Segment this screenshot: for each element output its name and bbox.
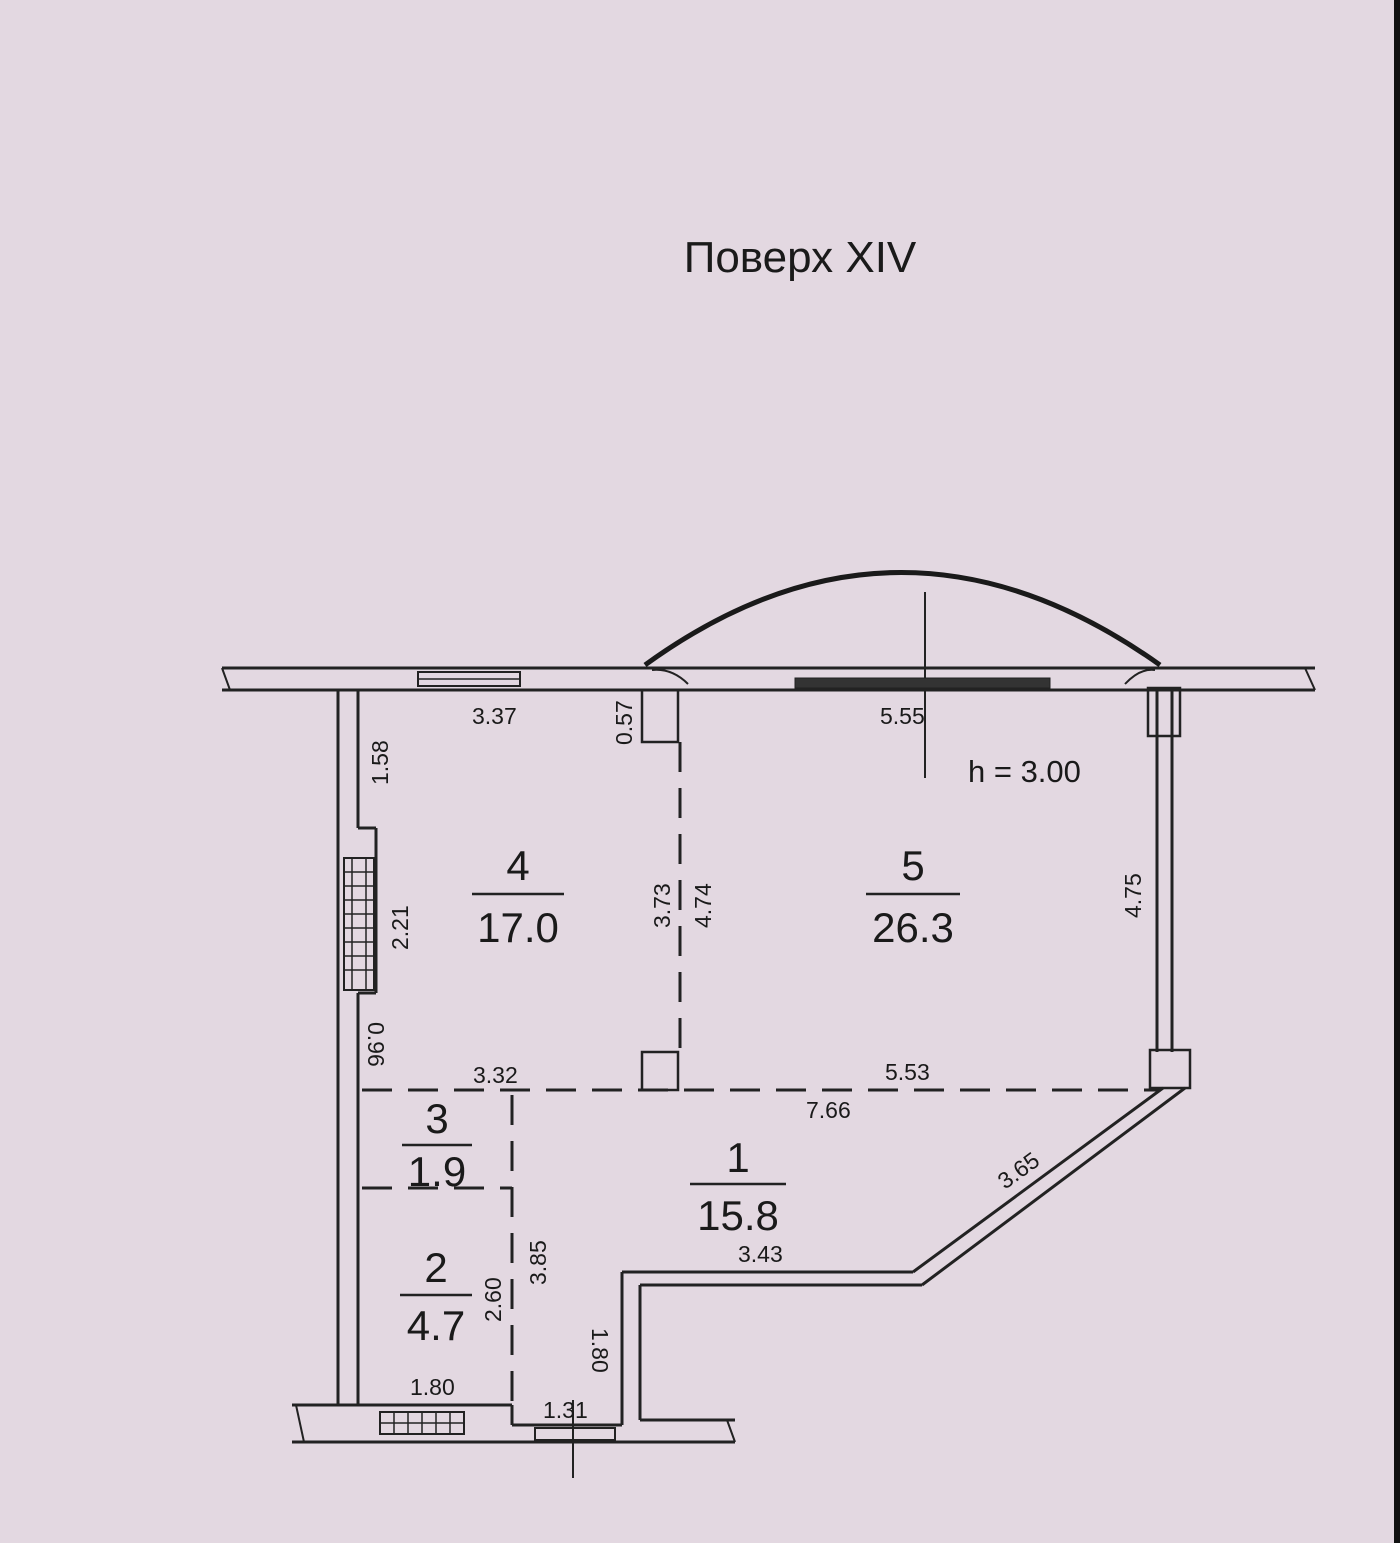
column-mid [640,1050,680,1092]
dim-1-31: 1.31 [543,1397,588,1423]
dim-4-75: 4.75 [1120,873,1146,918]
dim-1-80-horizontal: 1.80 [410,1374,455,1400]
dim-3-32: 3.32 [473,1062,518,1088]
room-5: 5 26.3 [866,842,960,951]
room-area: 15.8 [697,1192,779,1239]
dim-3-43: 3.43 [738,1241,783,1267]
dim-1-58: 1.58 [367,740,393,785]
room-2: 2 4.7 [400,1244,472,1349]
floor-title: Поверх XIV [684,233,917,282]
column-top [640,688,680,744]
ceiling-height: h = 3.00 [968,754,1081,789]
entrance-walls [620,1270,922,1425]
dim-0-96: 0.96 [363,1022,389,1067]
window-top-right [794,677,1051,689]
dim-5-55: 5.55 [880,703,925,729]
window-left [343,857,375,991]
dim-3-65: 3.65 [993,1147,1044,1194]
dim-3-37: 3.37 [472,703,517,729]
diagonal-wall [912,1086,1186,1287]
dim-3-85: 3.85 [525,1240,551,1285]
room-area: 1.9 [408,1148,466,1195]
window-bottom [379,1411,465,1435]
room-number: 1 [726,1134,749,1181]
right-wall [1146,686,1192,1090]
room-area: 17.0 [477,904,559,951]
room-area: 26.3 [872,904,954,951]
room-number: 2 [424,1244,447,1291]
bottom-wall [292,1403,736,1444]
left-wall [336,690,378,1405]
dim-1-80-vertical: 1.80 [587,1328,613,1373]
dim-7-66: 7.66 [806,1097,851,1123]
room-3: 3 1.9 [402,1095,472,1195]
room-1: 1 15.8 [690,1134,786,1239]
room-4: 4 17.0 [472,842,564,951]
dim-3-73: 3.73 [649,883,675,928]
room-number: 5 [901,842,924,889]
room-number: 3 [425,1095,448,1142]
room-area: 4.7 [407,1302,465,1349]
dim-2-60: 2.60 [480,1277,506,1322]
bay-window-arc [643,570,1162,685]
room-number: 4 [506,842,529,889]
dim-0-57: 0.57 [611,700,637,745]
right-frame-edge [1394,0,1400,1543]
dim-4-74: 4.74 [690,883,716,928]
dim-5-53: 5.53 [885,1059,930,1085]
dashed-partitions [362,742,1160,1405]
dim-2-21: 2.21 [387,905,413,950]
window-top-left [417,671,521,687]
top-wall [221,666,1316,692]
